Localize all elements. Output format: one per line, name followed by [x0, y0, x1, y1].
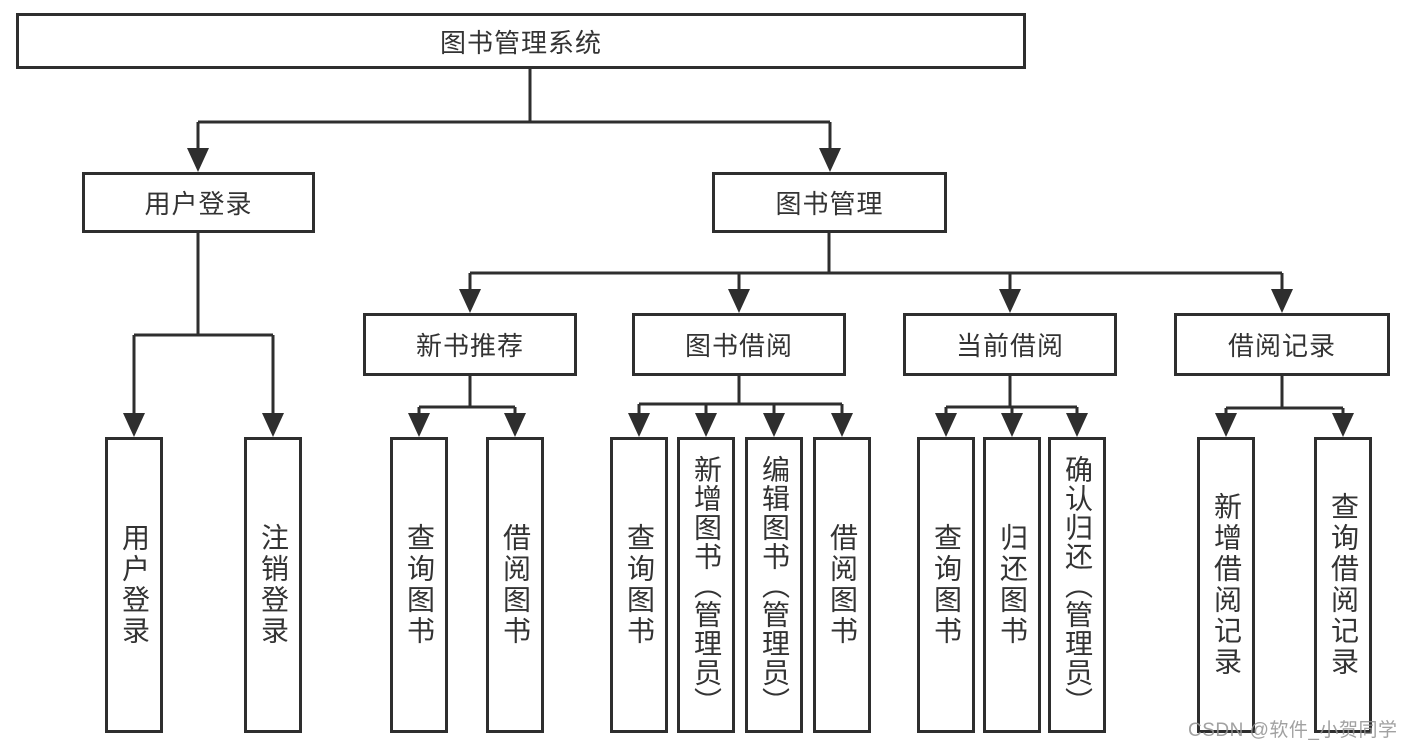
- connector-segment: [639, 376, 842, 406]
- node-book-management: 图书管理: [712, 172, 947, 233]
- node-user-login: 用户登录: [82, 172, 315, 233]
- node-bb-add-books: 新增图书（管理员）: [677, 437, 735, 733]
- csdn-watermark: CSDN @软件_小贺同学: [1188, 720, 1398, 741]
- node-nbr-query-books: 查询图书: [390, 437, 448, 733]
- node-cb-return-books: 归还图书: [983, 437, 1041, 733]
- connector-segment: [1226, 376, 1343, 410]
- node-current-borrow: 当前借阅: [903, 313, 1117, 376]
- node-cb-query-books: 查询图书: [917, 437, 975, 733]
- connector-segment: [134, 233, 273, 337]
- node-root: 图书管理系统: [16, 13, 1026, 69]
- node-bb-edit-books: 编辑图书（管理员）: [745, 437, 803, 733]
- node-logout-leaf: 注销登录: [244, 437, 302, 733]
- node-br-query-record: 查询借阅记录: [1314, 437, 1372, 733]
- connector-segment: [198, 69, 830, 124]
- node-new-book-recommend: 新书推荐: [363, 313, 577, 376]
- node-borrow-records: 借阅记录: [1174, 313, 1390, 376]
- connector-segment: [946, 376, 1077, 409]
- node-cb-confirm-return: 确认归还（管理员）: [1048, 437, 1106, 733]
- connector-segment: [470, 233, 1282, 275]
- node-nbr-borrow-books: 借阅图书: [486, 437, 544, 733]
- node-login-leaf: 用户登录: [105, 437, 163, 733]
- node-book-borrow: 图书借阅: [632, 313, 846, 376]
- node-bb-borrow-books: 借阅图书: [813, 437, 871, 733]
- connector-segment: [419, 376, 515, 409]
- node-br-add-record: 新增借阅记录: [1197, 437, 1255, 733]
- node-bb-query-books: 查询图书: [610, 437, 668, 733]
